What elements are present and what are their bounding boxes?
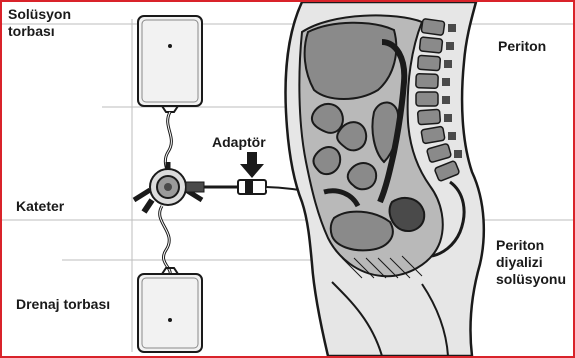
catheter-label: Kateter (16, 198, 64, 215)
dialysis-solution-label-line-2: diyalizi (496, 254, 566, 271)
dialysis-solution-label: Periton diyalizi solüsyonu (496, 237, 566, 288)
dialysis-solution-label-line-3: solüsyonu (496, 271, 566, 288)
adapter-icon (238, 180, 266, 194)
arrow-down-icon (240, 152, 264, 178)
adapter-label: Adaptör (212, 134, 266, 151)
abdominal-cross-section (286, 2, 484, 356)
solution-bag-label-line-1: Solüsyon (8, 6, 71, 23)
solution-bag (138, 16, 202, 112)
dialysis-solution-label-line-1: Periton (496, 237, 566, 254)
drain-bag (138, 268, 202, 352)
peritoneum-label: Periton (498, 38, 546, 55)
drain-bag-label: Drenaj torbası (16, 296, 110, 313)
transfer-set-valve (134, 162, 204, 212)
solution-bag-label-line-2: torbası (8, 23, 71, 40)
drain-tube (160, 206, 171, 274)
solution-bag-label: Solüsyon torbası (8, 6, 71, 40)
